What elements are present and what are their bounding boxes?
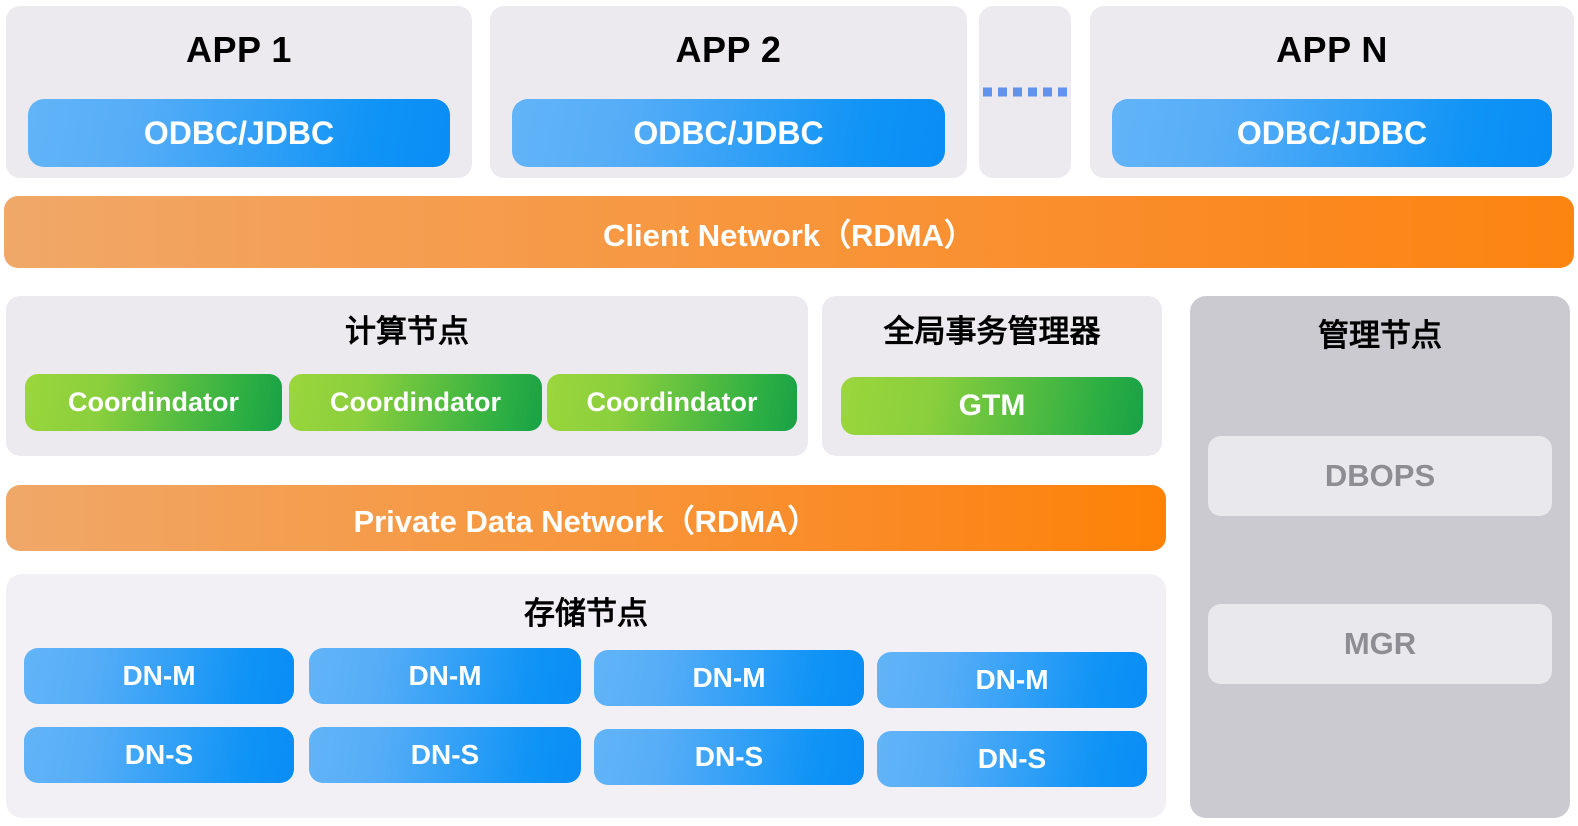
- storage-node-master-1[interactable]: DN-M: [24, 648, 294, 704]
- coordinator-node-2[interactable]: Coordindator: [289, 374, 542, 431]
- coordinator-node-1[interactable]: Coordindator: [25, 374, 282, 431]
- app-2-connector-pill[interactable]: ODBC/JDBC: [512, 99, 945, 167]
- storage-nodes-card: 存储节点 DN-M DN-S DN-M DN-S DN-M DN-S DN-M …: [6, 574, 1166, 818]
- private-data-network-bar: Private Data Network（RDMA）: [6, 485, 1166, 551]
- storage-group-4: DN-M DN-S: [877, 652, 1147, 787]
- storage-node-master-2[interactable]: DN-M: [309, 648, 581, 704]
- storage-group-3: DN-M DN-S: [594, 650, 864, 785]
- storage-node-slave-4[interactable]: DN-S: [877, 731, 1147, 787]
- storage-node-master-4[interactable]: DN-M: [877, 652, 1147, 708]
- app-card-2-title: APP 2: [675, 29, 782, 70]
- horizontal-ellipsis-icon: [979, 87, 1071, 97]
- storage-group-1: DN-M DN-S: [24, 648, 294, 783]
- app-1-connector-pill[interactable]: ODBC/JDBC: [28, 99, 450, 167]
- management-item-dbops[interactable]: DBOPS: [1208, 436, 1552, 516]
- storage-node-slave-3[interactable]: DN-S: [594, 729, 864, 785]
- coordinator-node-3[interactable]: Coordindator: [547, 374, 797, 431]
- compute-nodes-title: 计算节点: [345, 314, 469, 349]
- compute-nodes-card: 计算节点 Coordindator Coordindator Coordinda…: [6, 296, 808, 456]
- app-card-1[interactable]: APP 1 ODBC/JDBC: [6, 6, 472, 178]
- app-card-n[interactable]: APP N ODBC/JDBC: [1090, 6, 1574, 178]
- gtm-node[interactable]: GTM: [841, 377, 1143, 435]
- app-ellipsis-card: [979, 6, 1071, 178]
- storage-node-slave-1[interactable]: DN-S: [24, 727, 294, 783]
- global-transaction-manager-card: 全局事务管理器 GTM: [822, 296, 1162, 456]
- management-node-card: 管理节点 DBOPS MGR: [1190, 296, 1570, 818]
- management-node-title: 管理节点: [1318, 318, 1442, 353]
- app-card-1-title: APP 1: [186, 29, 292, 70]
- storage-node-master-3[interactable]: DN-M: [594, 650, 864, 706]
- app-card-2[interactable]: APP 2 ODBC/JDBC: [490, 6, 967, 178]
- storage-group-2: DN-M DN-S: [309, 648, 581, 783]
- management-item-mgr[interactable]: MGR: [1208, 604, 1552, 684]
- gtm-card-title: 全局事务管理器: [883, 314, 1101, 349]
- storage-nodes-title: 存储节点: [524, 596, 648, 631]
- app-card-n-title: APP N: [1276, 29, 1388, 70]
- client-network-bar: Client Network（RDMA）: [4, 196, 1574, 268]
- app-n-connector-pill[interactable]: ODBC/JDBC: [1112, 99, 1552, 167]
- storage-node-slave-2[interactable]: DN-S: [309, 727, 581, 783]
